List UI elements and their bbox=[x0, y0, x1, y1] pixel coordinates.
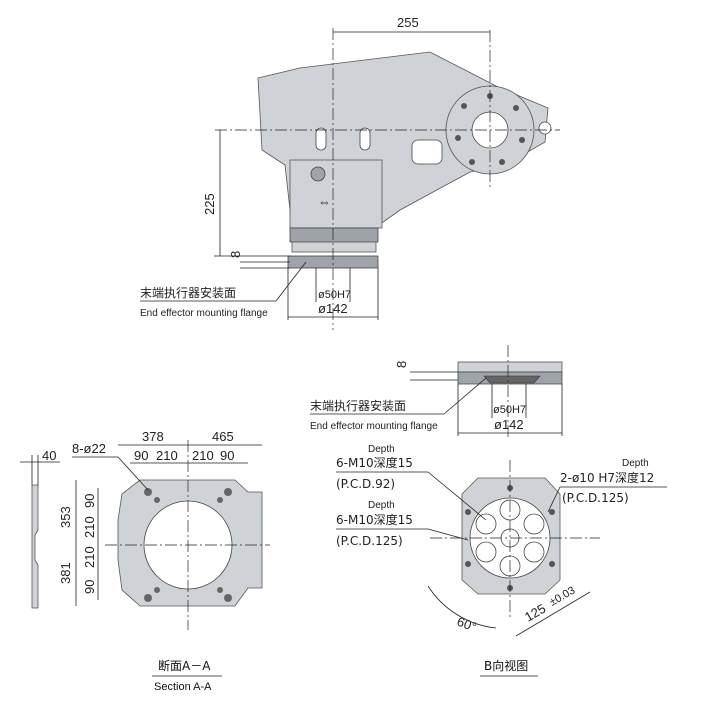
side-profile bbox=[31, 484, 39, 609]
b-view-caption: B向视图 bbox=[484, 658, 528, 673]
flange-ring-2 bbox=[291, 241, 377, 253]
dim-381: 381 bbox=[58, 562, 73, 584]
dim-90-left: 90 bbox=[134, 448, 148, 463]
note3-pcd: (P.C.D.125) bbox=[562, 491, 629, 505]
flange-detail: 8 末端执行器安装面 End effector mounting flange … bbox=[310, 345, 563, 440]
dim-125: 125 bbox=[522, 601, 548, 625]
note1-thread: 6-M10深度15 bbox=[336, 455, 413, 470]
b-view-bolts bbox=[465, 485, 555, 591]
section-caption-cn: 断面A－A bbox=[158, 658, 211, 673]
housing-lower bbox=[289, 159, 383, 229]
dim-d50h7: ø50H7 bbox=[318, 289, 351, 301]
detail-flange-cn: 末端执行器安装面 bbox=[310, 398, 406, 413]
dim-40: 40 bbox=[42, 448, 56, 463]
note2-depth: Depth bbox=[368, 500, 395, 511]
dim-125-tolerance: ±0.03 bbox=[548, 584, 578, 608]
slot-right bbox=[359, 127, 371, 151]
section-caption-en: Section A-A bbox=[154, 681, 212, 693]
v-dim-90-top: 90 bbox=[82, 494, 97, 508]
side-window bbox=[411, 139, 443, 165]
note3-depth: Depth bbox=[622, 458, 649, 469]
detail-dim-8: 8 bbox=[394, 361, 409, 368]
note3-thread: 2-ø10 H7深度12 bbox=[560, 470, 654, 485]
dim-90-right: 90 bbox=[220, 448, 234, 463]
flange-detail-body bbox=[457, 361, 563, 373]
note2-thread: 6-M10深度15 bbox=[336, 512, 413, 527]
detail-dim-d142: ø142 bbox=[494, 417, 524, 432]
v-dim-90-bottom: 90 bbox=[82, 580, 97, 594]
top-view: ⇔ 255 225 8 末端执行器安装面 End effector mounti… bbox=[140, 15, 560, 330]
b-view-holes bbox=[475, 499, 545, 577]
detail-flange-en: End effector mounting flange bbox=[310, 421, 438, 432]
section-holes bbox=[144, 488, 232, 602]
dim-255: 255 bbox=[397, 15, 419, 30]
note1-depth: Depth bbox=[368, 444, 395, 455]
slot-left bbox=[315, 127, 327, 151]
lifting-eye bbox=[538, 121, 552, 135]
knob bbox=[310, 166, 326, 182]
dim-8: 8 bbox=[228, 251, 243, 258]
dim-210-left: 210 bbox=[156, 448, 178, 463]
motor-bolts bbox=[455, 93, 525, 165]
v-dim-210-bottom: 210 bbox=[82, 546, 97, 568]
angle-label: 60° bbox=[455, 614, 479, 635]
detail-dim-d50h7: ø50H7 bbox=[493, 404, 526, 416]
flange-ring-1 bbox=[289, 227, 379, 243]
note1-pcd: (P.C.D.92) bbox=[336, 477, 395, 491]
dim-210-right: 210 bbox=[192, 448, 214, 463]
b-view: Depth 6-M10深度15 (P.C.D.92) Depth 6-M10深度… bbox=[336, 444, 667, 677]
dim-378: 378 bbox=[142, 429, 164, 444]
note2-pcd: (P.C.D.125) bbox=[336, 534, 403, 548]
flange-label-cn: 末端执行器安装面 bbox=[140, 285, 236, 300]
holes-note: 8-ø22 bbox=[72, 441, 106, 456]
dim-353: 353 bbox=[58, 506, 73, 528]
angle-arc bbox=[427, 585, 497, 629]
dim-d142: ø142 bbox=[318, 301, 348, 316]
section-a-a: 40 8-ø22 378 465 90 210 210 90 353 381 9… bbox=[20, 429, 270, 693]
dim-225: 225 bbox=[202, 193, 217, 215]
v-dim-210-top: 210 bbox=[82, 516, 97, 538]
dim-465: 465 bbox=[212, 429, 234, 444]
direction-symbol: ⇔ bbox=[318, 194, 331, 209]
flange-label-en: End effector mounting flange bbox=[140, 308, 268, 319]
